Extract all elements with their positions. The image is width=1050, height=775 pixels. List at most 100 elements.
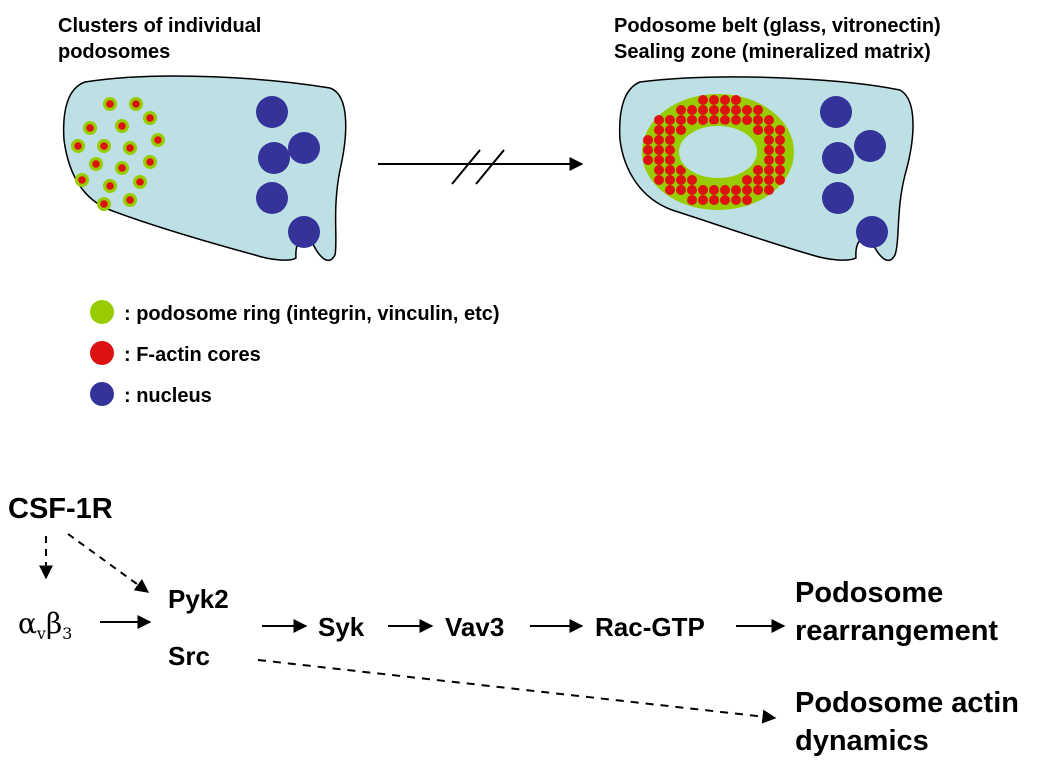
node-src: Src: [168, 641, 210, 671]
podosome-core: [118, 122, 126, 130]
break-mark-2: [475, 149, 505, 185]
belt-actin-core: [654, 135, 664, 145]
belt-actin-core: [676, 115, 686, 125]
arrow-csf1r-to-pyk2: [67, 533, 150, 593]
node-csf1r: CSF-1R: [8, 493, 113, 525]
legend-ring-swatch: [90, 300, 114, 324]
belt-actin-core: [720, 115, 730, 125]
belt-actin-core: [731, 185, 741, 195]
podosome-core: [154, 136, 162, 144]
podosome-core: [126, 196, 134, 204]
belt-actin-core: [687, 105, 697, 115]
belt-actin-core: [775, 175, 785, 185]
belt-actin-core: [731, 195, 741, 205]
node-syk: Syk: [318, 612, 365, 642]
nucleus: [258, 142, 290, 174]
belt-actin-core: [764, 135, 774, 145]
belt-actin-core: [654, 115, 664, 125]
arrow-src-to-actin-dynamics: [257, 659, 777, 724]
node-rac-gtp: Rac-GTP: [595, 612, 705, 642]
podosome-clusters: [71, 97, 165, 211]
belt-actin-core: [775, 125, 785, 135]
podosome-core: [146, 114, 154, 122]
nucleus: [256, 182, 288, 214]
belt-actin-core: [643, 135, 653, 145]
podosome-core: [74, 142, 82, 150]
cell-clusters: [62, 75, 347, 262]
belt-actin-core: [643, 155, 653, 165]
left-cell-caption: Clusters of individual podosomes: [58, 15, 261, 63]
legend-core-swatch: [90, 341, 114, 365]
belt-actin-core: [764, 165, 774, 175]
nucleus: [256, 96, 288, 128]
legend-core-label: : F-actin cores: [124, 344, 261, 366]
belt-actin-core: [720, 185, 730, 195]
signaling-pathway: CSF-1R αvβ3 Pyk2 Src Syk Vav3 Rac-GTP Po…: [8, 493, 1019, 757]
cell-belt: [618, 76, 914, 262]
node-integrin: αvβ3: [18, 607, 72, 643]
podosome-core: [78, 176, 86, 184]
nuclei-left: [256, 96, 320, 248]
belt-actin-core: [731, 105, 741, 115]
belt-actin-core: [731, 115, 741, 125]
belt-actin-core: [698, 95, 708, 105]
belt-actin-core: [709, 105, 719, 115]
belt-actin-core: [753, 125, 763, 135]
left-caption-line-1: Clusters of individual: [58, 15, 261, 37]
nucleus: [288, 216, 320, 248]
nucleus: [820, 96, 852, 128]
break-mark-1: [451, 149, 481, 185]
belt-actin-core: [698, 115, 708, 125]
podosome-core: [92, 160, 100, 168]
belt-actin-core: [775, 135, 785, 145]
podosome-core: [126, 144, 134, 152]
belt-actin-core: [687, 195, 697, 205]
node-vav3: Vav3: [445, 612, 504, 642]
podosome-core: [100, 142, 108, 150]
podosome-core: [146, 158, 154, 166]
belt-actin-core: [698, 185, 708, 195]
belt-actin-core: [676, 105, 686, 115]
belt-actin-core: [698, 105, 708, 115]
belt-actin-core: [687, 175, 697, 185]
belt-actin-core: [698, 195, 708, 205]
outcome-rearrangement-line-1: Podosome: [795, 577, 943, 609]
belt-actin-core: [665, 185, 675, 195]
podosome-core: [132, 100, 140, 108]
belt-actin-core: [665, 165, 675, 175]
podosome-core: [118, 164, 126, 172]
belt-actin-core: [676, 185, 686, 195]
nucleus: [856, 216, 888, 248]
belt-actin-core: [731, 95, 741, 105]
belt-actin-core: [687, 115, 697, 125]
belt-actin-core: [709, 185, 719, 195]
belt-actin-core: [654, 145, 664, 155]
belt-actin-core: [720, 95, 730, 105]
belt-actin-core: [742, 175, 752, 185]
podosome-core: [106, 182, 114, 190]
legend-nucleus-label: : nucleus: [124, 385, 212, 407]
belt-actin-core: [764, 145, 774, 155]
belt-actin-core: [665, 125, 675, 135]
transition-arrow: [378, 149, 584, 185]
legend-nucleus-swatch: [90, 382, 114, 406]
nucleus: [822, 142, 854, 174]
podosome-belt-cores: [643, 95, 785, 205]
outcome-actin-dynamics-line-1: Podosome actin: [795, 687, 1019, 719]
right-cell-caption: Podosome belt (glass, vitronectin) Seali…: [614, 15, 941, 63]
nucleus: [854, 130, 886, 162]
belt-actin-core: [753, 175, 763, 185]
legend-ring-label: : podosome ring (integrin, vinculin, etc…: [124, 303, 500, 325]
outcome-rearrangement-line-2: rearrangement: [795, 615, 998, 647]
node-pyk2: Pyk2: [168, 584, 229, 614]
podosome-core: [100, 200, 108, 208]
podosome-core: [106, 100, 114, 108]
belt-actin-core: [654, 175, 664, 185]
belt-actin-core: [665, 135, 675, 145]
belt-actin-core: [665, 155, 675, 165]
belt-actin-core: [753, 105, 763, 115]
belt-actin-core: [654, 165, 664, 175]
left-caption-line-2: podosomes: [58, 41, 170, 63]
right-caption-line-1: Podosome belt (glass, vitronectin): [614, 15, 941, 37]
